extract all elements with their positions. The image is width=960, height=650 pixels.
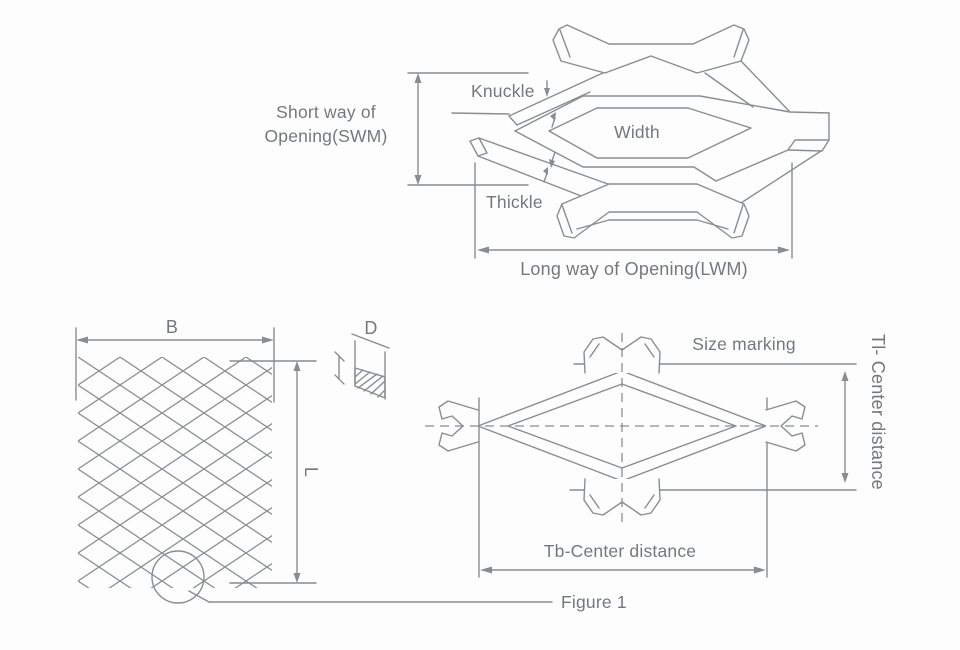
swm-label-line1: Short way of <box>276 102 376 122</box>
opening-outer-bottom <box>514 130 717 182</box>
callout-leader <box>188 590 553 603</box>
lwm-label: Long way of Opening(LWM) <box>520 259 748 279</box>
size-marking-label: Size marking <box>692 334 796 354</box>
d-thickness-detail <box>334 333 390 400</box>
lwm-dimension <box>474 162 793 259</box>
mesh-sheet-figure: B L D Figure 1 <box>75 317 627 612</box>
bottom-bond <box>556 183 750 239</box>
tl-dimension <box>841 371 849 483</box>
callout-circle <box>151 550 205 604</box>
swm-label-line2: Opening(SWM) <box>265 126 388 146</box>
top-bond <box>552 24 750 74</box>
b-label: B <box>166 317 178 337</box>
opening-inner <box>548 107 752 159</box>
l-dimension <box>229 360 317 584</box>
cell-figure: Size marking Tl- Center distance Tb-Cent… <box>425 333 888 578</box>
l-label: L <box>301 467 321 477</box>
thickness-arrows <box>543 80 556 183</box>
swm-dimension <box>407 72 529 186</box>
diamond-mesh-pattern <box>78 357 272 588</box>
tl-label: Tl- Center distance <box>868 334 888 490</box>
tb-dimension <box>480 566 766 574</box>
b-dimension <box>75 327 275 403</box>
opening-outer-top <box>514 95 830 132</box>
opening-detail-figure: Short way of Opening(SWM) Knuckle Width … <box>265 24 830 279</box>
mesh-strands <box>451 24 830 239</box>
width-label: Width <box>614 122 660 142</box>
knuckle-label: Knuckle <box>471 81 535 101</box>
tb-label: Tb-Center distance <box>544 541 696 561</box>
figure-caption: Figure 1 <box>561 592 627 612</box>
d-label: D <box>364 318 377 338</box>
thickle-label: Thickle <box>486 192 543 212</box>
